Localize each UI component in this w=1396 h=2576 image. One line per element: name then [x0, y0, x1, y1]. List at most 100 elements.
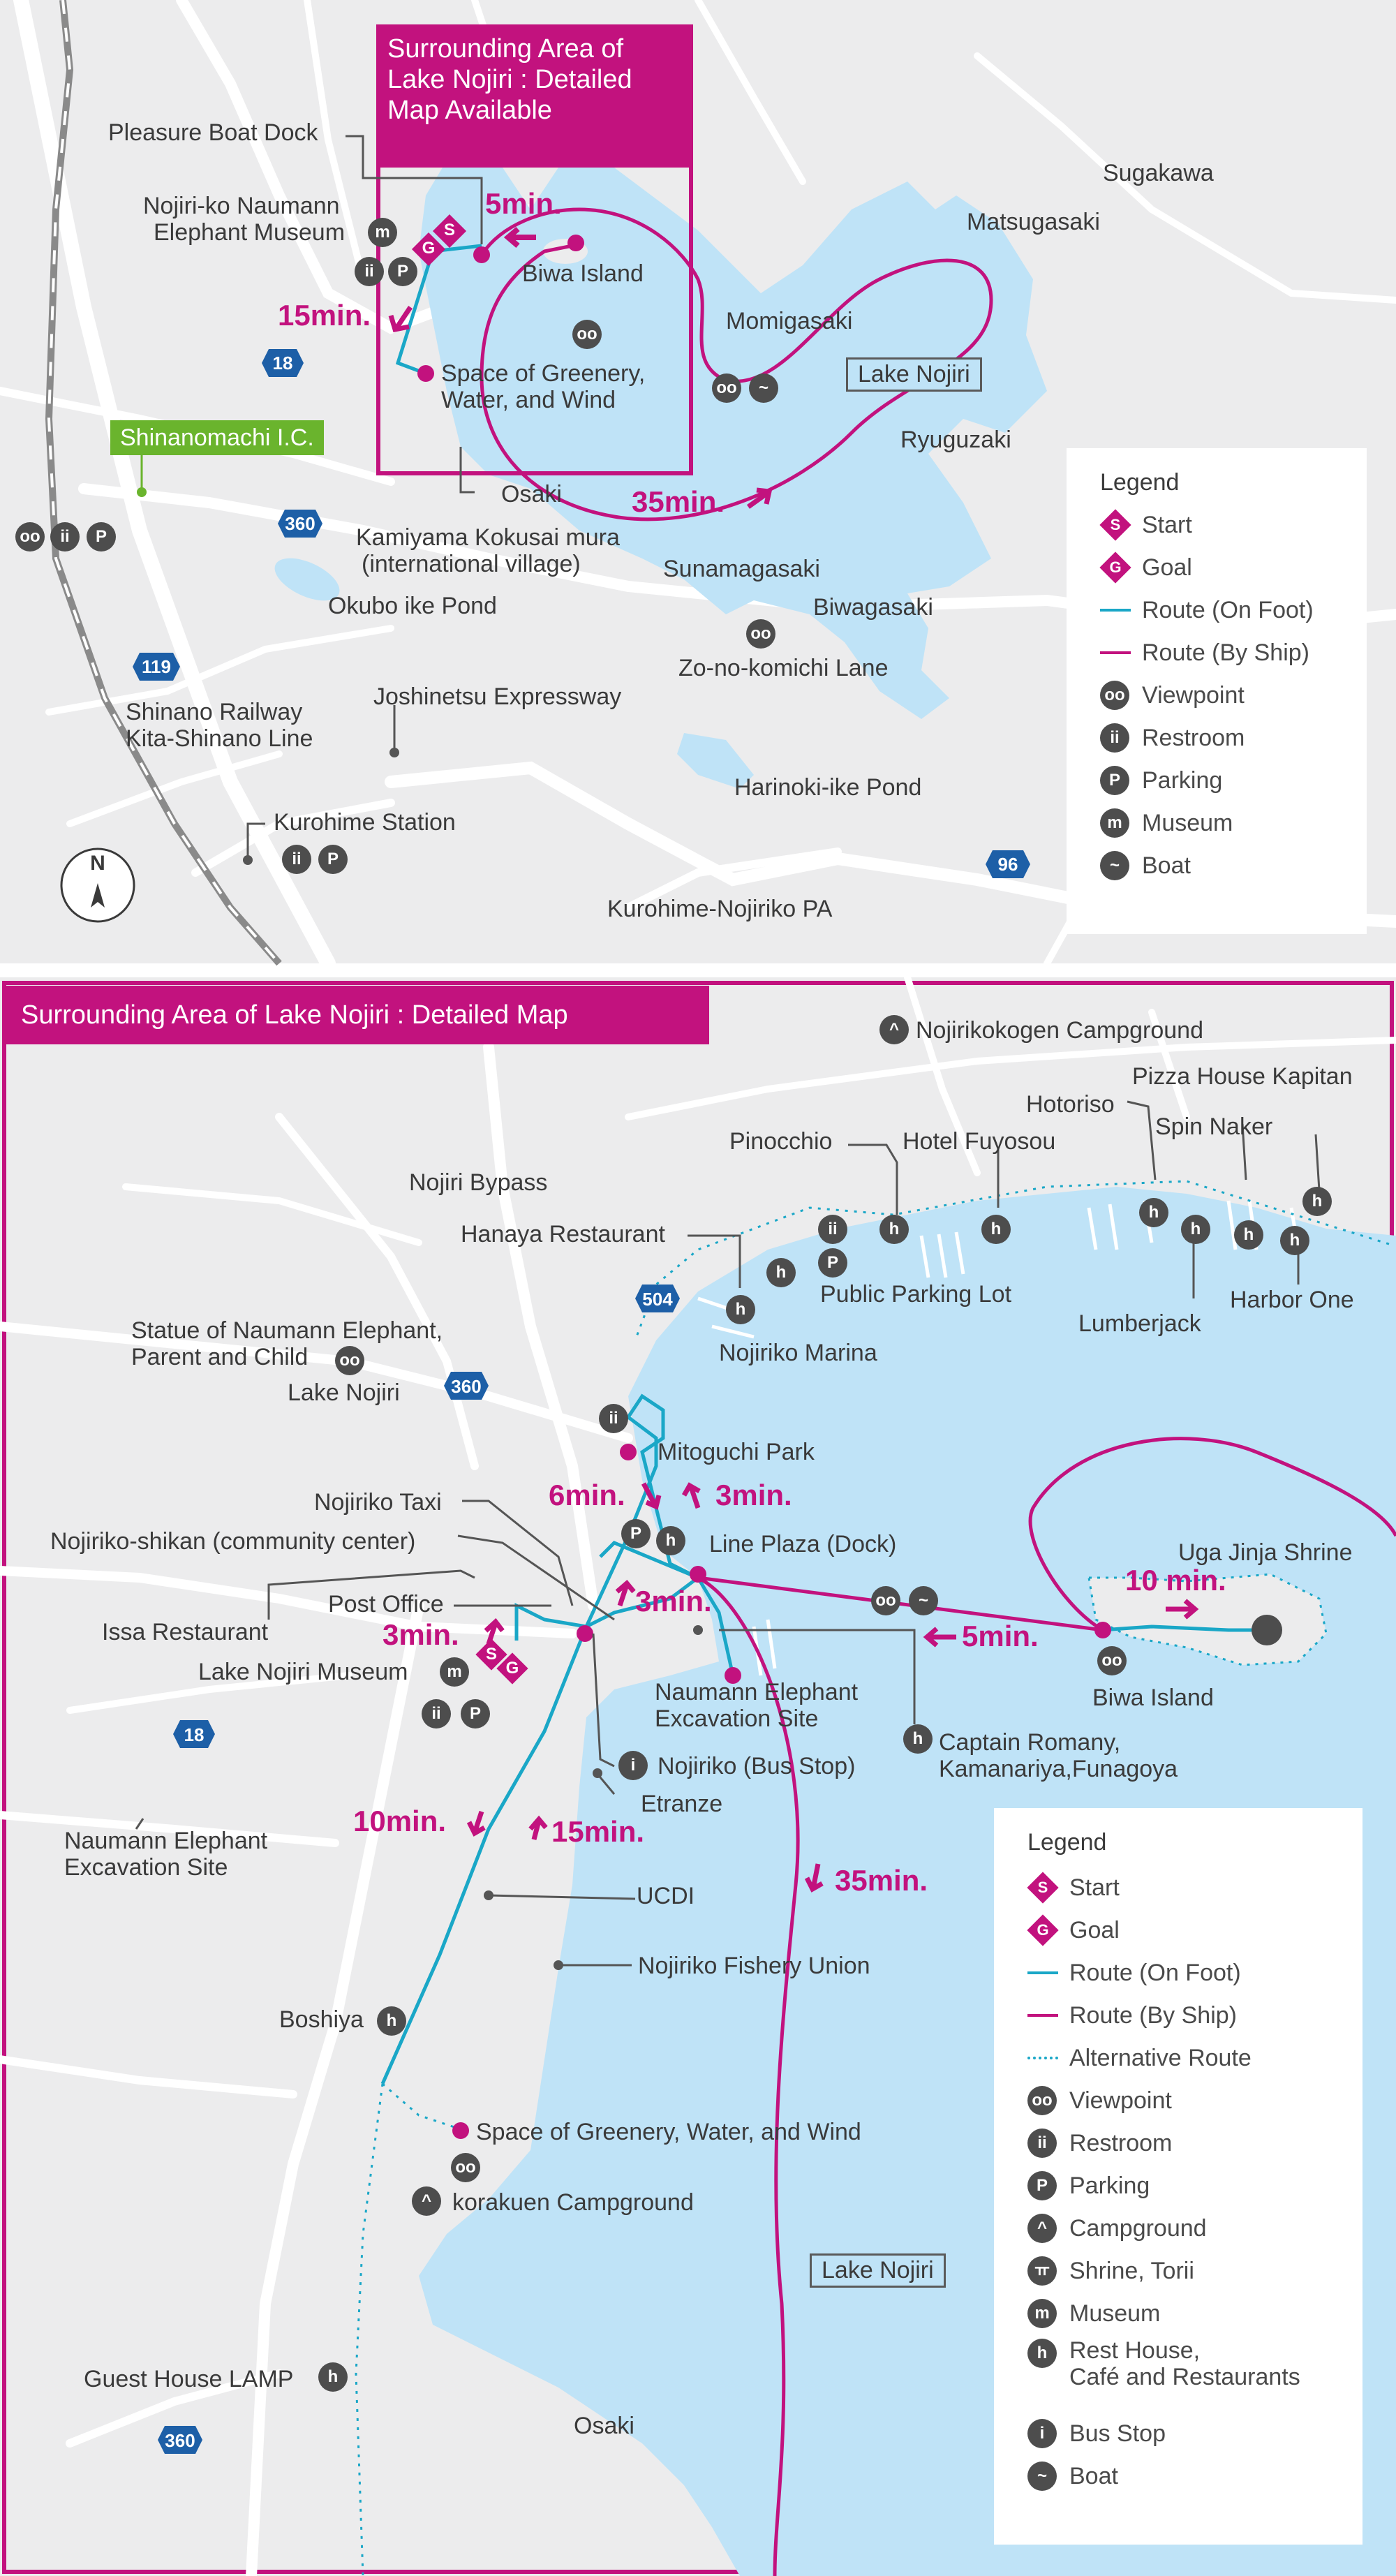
point-biwa: [1094, 1622, 1111, 1638]
time-3min-b: 3min.: [635, 1585, 712, 1618]
top-foot-route: [395, 244, 482, 376]
route-119-text: 119: [142, 656, 171, 677]
ship-route-loop: [1028, 1437, 1396, 1632]
boat-icon: ~: [1100, 851, 1129, 880]
parking-icon: P: [1027, 2171, 1057, 2200]
harinoki-pond-shape: [677, 733, 754, 789]
rest-house-icon: h: [318, 2362, 348, 2392]
label-museum-line2: Elephant Museum: [154, 219, 346, 246]
rest-house-icon: h: [377, 2006, 406, 2036]
label-excav-line1: Naumann Elephant: [655, 1679, 859, 1705]
route-360a-text: 360: [451, 1376, 482, 1397]
route-360-badge: [278, 510, 322, 538]
viewpoint-icon: oo: [712, 373, 741, 403]
parking-icon: P: [818, 1248, 847, 1278]
label-issa: Issa Restaurant: [102, 1619, 269, 1645]
label-matsugasaki: Matsugasaki: [967, 209, 1100, 235]
museum-icon: m: [1100, 808, 1129, 838]
inset-title: Surrounding Area of Lake Nojiri : Detail…: [387, 34, 681, 126]
inset-title-text: Surrounding Area of Lake Nojiri : Detail…: [387, 34, 632, 125]
time-35min-top: 35min.: [632, 485, 725, 518]
label-lumberjack: Lumberjack: [1078, 1310, 1201, 1337]
label-railway-line1: Shinano Railway: [126, 699, 303, 725]
label-statue-line2: Parent and Child: [131, 1344, 309, 1370]
rest-house-icon: h: [879, 1215, 909, 1244]
label-bus-stop: Nojiriko (Bus Stop): [658, 1753, 856, 1779]
label-pinocchio: Pinocchio: [729, 1128, 833, 1155]
parking-icon: P: [318, 845, 348, 874]
alt-route-south: [355, 2083, 384, 2576]
rest-house-icon: h: [903, 1724, 933, 1754]
rest-house-icon: h: [1234, 1220, 1263, 1250]
rest-house-icon: h: [1027, 2339, 1057, 2368]
label-pleasure-boat-dock: Pleasure Boat Dock: [108, 119, 318, 146]
detail-roads: [0, 974, 1396, 2576]
detail-legend-title: Legend: [1027, 1829, 1107, 1856]
viewpoint-icon: oo: [572, 320, 602, 349]
label-sugakawa: Sugakawa: [1103, 160, 1214, 186]
detail-start-letter: S: [485, 1645, 497, 1664]
top-legend-ship: Route (By Ship): [1100, 636, 1309, 669]
time-15min-detail: 15min.: [551, 1815, 645, 1848]
rest-house-icon: h: [766, 1258, 796, 1287]
viewpoint-icon: oo: [335, 1346, 364, 1375]
restroom-icon: ii: [599, 1404, 628, 1433]
label-korakuen: korakuen Campground: [452, 2189, 694, 2216]
parking-icon: P: [87, 522, 116, 552]
compass-letter: N: [90, 852, 105, 875]
label-kurohime-station: Kurohime Station: [274, 809, 456, 836]
detail-legend-boat: ~Boat: [1027, 2459, 1118, 2493]
top-legend-boat: ~Boat: [1100, 849, 1191, 882]
label-biwagasaki: Biwagasaki: [813, 594, 933, 621]
label-biwa-island-detail: Biwa Island: [1092, 1685, 1214, 1711]
boat-icon: ~: [909, 1586, 938, 1615]
shrine-icon: [1252, 1615, 1282, 1645]
top-goal-marker: [411, 232, 446, 267]
rest-house-icon: h: [1181, 1215, 1210, 1244]
boat-icon: ~: [1027, 2462, 1057, 2491]
top-start-marker: [432, 214, 467, 249]
label-hotoriso: Hotoriso: [1026, 1091, 1115, 1118]
label-sunamagasaki: Sunamagasaki: [663, 556, 820, 582]
label-biwa-island-top: Biwa Island: [522, 260, 644, 287]
restroom-icon: ii: [282, 845, 311, 874]
ship-route-biwa: [697, 1576, 1104, 1632]
rest-house-icon: h: [1139, 1198, 1168, 1227]
label-museum-detail: Lake Nojiri Museum: [198, 1659, 408, 1685]
label-mitoguchi: Mitoguchi Park: [658, 1439, 815, 1465]
label-taxi: Nojiriko Taxi: [314, 1489, 442, 1516]
museum-icon: m: [440, 1657, 469, 1687]
label-statue-line1: Statue of Naumann Elephant,: [131, 1317, 443, 1344]
label-kamiyama-line2: (international village): [362, 551, 581, 577]
time-10min-walk: 10min.: [353, 1805, 447, 1837]
rest-house-icon: h: [656, 1526, 685, 1555]
route-96-text: 96: [997, 854, 1018, 875]
detail-header-text: Surrounding Area of Lake Nojiri : Detail…: [21, 1000, 568, 1030]
viewpoint-icon: oo: [871, 1586, 900, 1615]
label-spin-naker: Spin Naker: [1155, 1113, 1273, 1140]
lake-nojiri-shape: [419, 161, 1047, 719]
top-point-biwa: [567, 235, 584, 251]
viewpoint-icon: oo: [451, 2153, 480, 2182]
bus-stop-icon: i: [1027, 2419, 1057, 2448]
label-harbor-one: Harbor One: [1230, 1287, 1354, 1313]
label-lake-nojiri-town: Lake Nojiri: [288, 1379, 400, 1406]
point-space: [452, 2122, 469, 2139]
detail-legend-ship: Route (By Ship): [1027, 1999, 1237, 2032]
museum-icon: m: [368, 218, 397, 247]
label-campground-kogen: Nojirikokogen Campground: [916, 1017, 1204, 1044]
top-goal-letter: G: [422, 239, 436, 258]
detail-legend-foot: Route (On Foot): [1027, 1956, 1241, 1990]
route-18-detail-text: 18: [184, 1724, 205, 1745]
label-shinanomachi-ic: Shinanomachi I.C.: [110, 420, 324, 455]
point-line-plaza: [690, 1566, 706, 1583]
